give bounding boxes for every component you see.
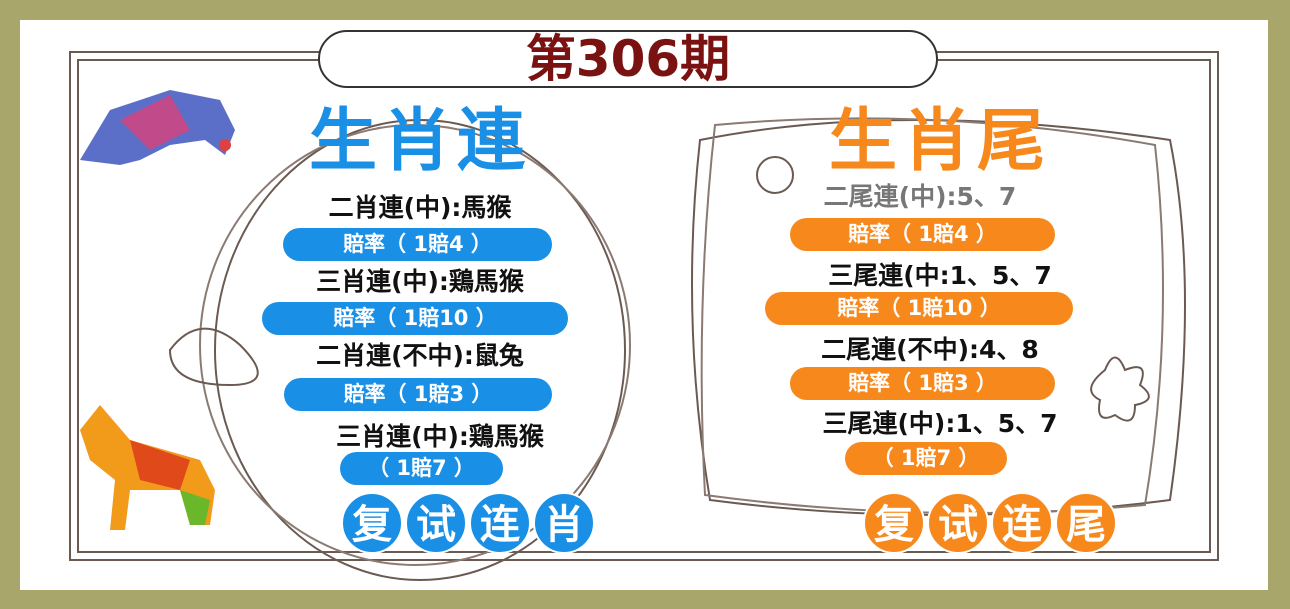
monkey-icon bbox=[80, 90, 235, 165]
left-button-4[interactable]: 肖 bbox=[533, 492, 595, 554]
right-heading: 生肖尾 bbox=[828, 102, 1051, 181]
left-row-1-text: 二肖連(中):馬猴 bbox=[328, 193, 512, 222]
right-row-4-odds: （ 1賠7 ） bbox=[845, 442, 1007, 475]
left-button-2[interactable]: 试 bbox=[405, 492, 467, 554]
right-row-1-text: 二尾連(中):5、7 bbox=[823, 182, 1017, 211]
right-row-4-text: 三尾連(中):1、5、7 bbox=[822, 409, 1058, 438]
right-row-2-odds: 賠率（ 1賠10 ） bbox=[765, 292, 1073, 325]
issue-title: 第306期 bbox=[318, 30, 938, 88]
right-button-4[interactable]: 尾 bbox=[1055, 492, 1117, 554]
right-row-2-text: 三尾連(中:1、5、7 bbox=[828, 261, 1052, 290]
right-button-3[interactable]: 连 bbox=[991, 492, 1053, 554]
left-row-4-odds: （ 1賠7 ） bbox=[340, 452, 503, 485]
right-row-3-text: 二尾連(不中):4、8 bbox=[821, 335, 1039, 364]
left-row-2-text: 三肖連(中):鶏馬猴 bbox=[316, 267, 524, 296]
right-button-1[interactable]: 复 bbox=[863, 492, 925, 554]
left-row-1-odds: 賠率（ 1賠4 ） bbox=[283, 228, 552, 261]
right-button-2[interactable]: 试 bbox=[927, 492, 989, 554]
left-button-3[interactable]: 连 bbox=[469, 492, 531, 554]
left-heading: 生肖連 bbox=[308, 102, 531, 181]
left-button-1[interactable]: 复 bbox=[341, 492, 403, 554]
left-row-2-odds: 賠率（ 1賠10 ） bbox=[262, 302, 568, 335]
right-row-1-odds: 賠率（ 1賠4 ） bbox=[790, 218, 1055, 251]
left-row-4-text: 三肖連(中):鶏馬猴 bbox=[336, 422, 544, 451]
poster: 第306期 生肖連 生肖尾 二肖連(中):馬猴 賠率（ 1賠4 ） 三肖連(中)… bbox=[20, 20, 1268, 590]
dog-icon bbox=[80, 405, 215, 530]
right-row-3-odds: 賠率（ 1賠3 ） bbox=[790, 367, 1055, 400]
left-row-3-text: 二肖連(不中):鼠兔 bbox=[316, 341, 524, 370]
left-row-3-odds: 賠率（ 1賠3 ） bbox=[284, 378, 552, 411]
